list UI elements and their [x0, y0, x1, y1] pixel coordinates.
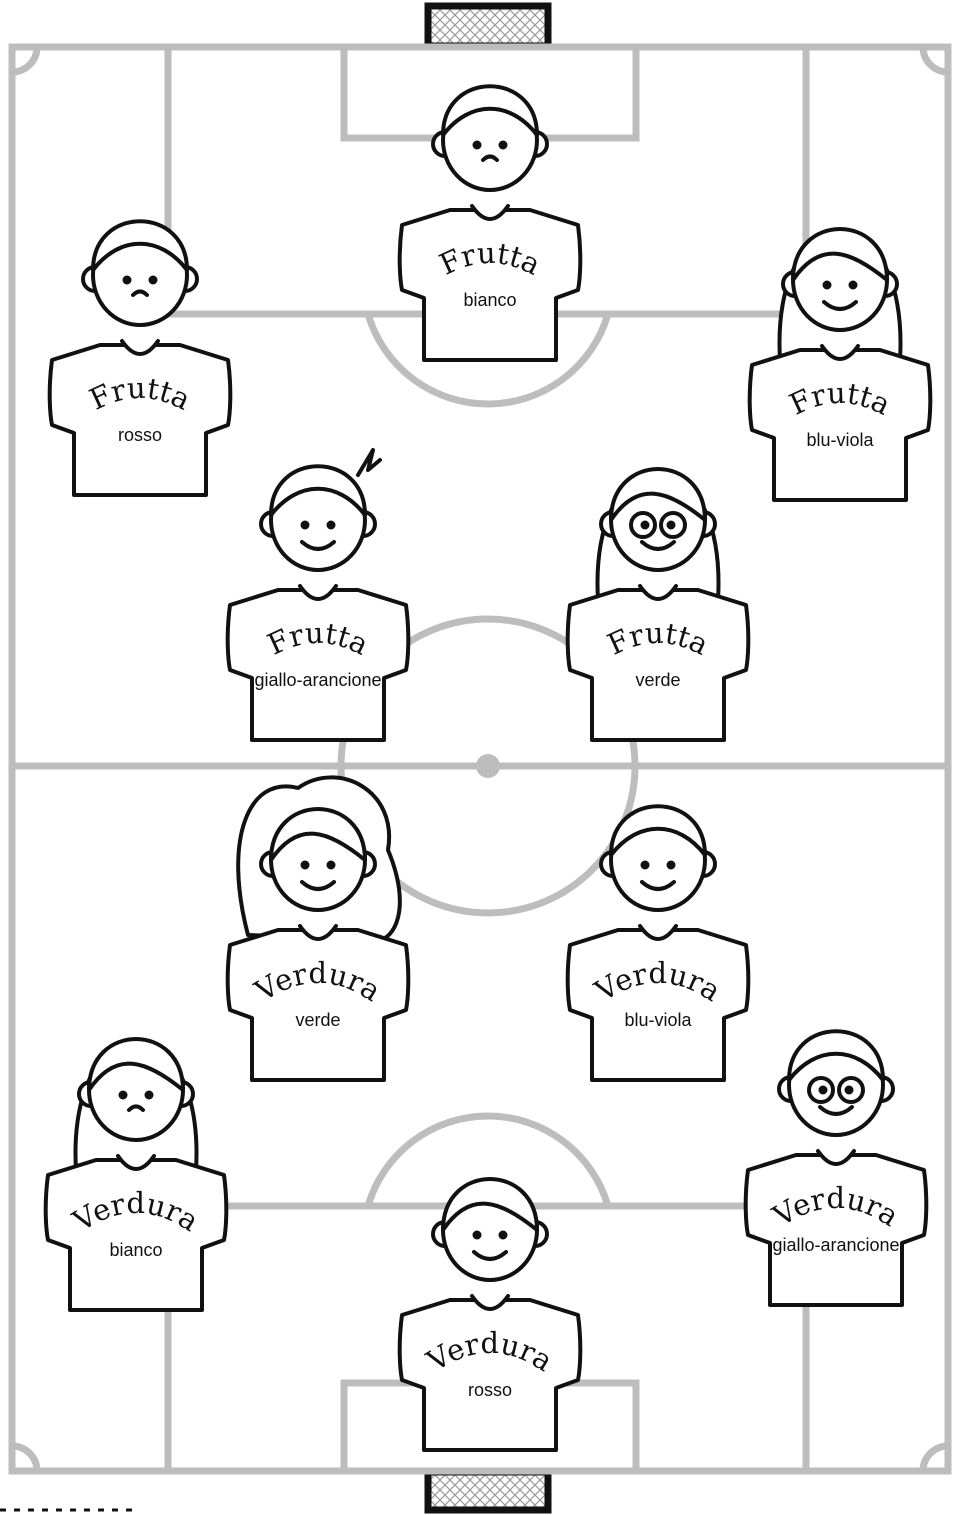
eye-icon [667, 521, 676, 530]
shirt-subtitle: rosso [118, 425, 162, 445]
eye-icon [301, 521, 310, 530]
bottom-goal-icon [428, 1472, 548, 1510]
eye-icon [849, 281, 858, 290]
shirt-icon [746, 1155, 927, 1305]
shirt-subtitle: giallo-arancione [254, 670, 381, 690]
shirt-icon [400, 1300, 581, 1450]
eye-icon [473, 1231, 482, 1240]
eye-icon [667, 861, 676, 870]
top-goal-icon [428, 6, 548, 46]
eye-icon [823, 281, 832, 290]
shirt-icon [568, 590, 749, 740]
eye-icon [499, 1231, 508, 1240]
eye-icon [819, 1086, 828, 1095]
eye-icon [499, 141, 508, 150]
shirt-subtitle: blu-viola [624, 1010, 692, 1030]
eye-icon [641, 861, 650, 870]
shirt-subtitle: rosso [468, 1380, 512, 1400]
eye-icon [845, 1086, 854, 1095]
shirt-icon [228, 930, 409, 1080]
shirt-icon [50, 345, 231, 495]
eye-icon [641, 521, 650, 530]
eye-icon [149, 276, 158, 285]
eye-icon [119, 1091, 128, 1100]
shirt-subtitle: blu-viola [806, 430, 874, 450]
shirt-icon [400, 210, 581, 360]
shirt-icon [228, 590, 409, 740]
shirt-subtitle: verde [295, 1010, 340, 1030]
shirt-icon [750, 350, 931, 500]
eye-icon [473, 141, 482, 150]
shirt-icon [46, 1160, 227, 1310]
shirt-subtitle: bianco [463, 290, 516, 310]
eye-icon [301, 861, 310, 870]
shirt-subtitle: bianco [109, 1240, 162, 1260]
eye-icon [327, 521, 336, 530]
shirt-icon [568, 930, 749, 1080]
shirt-subtitle: verde [635, 670, 680, 690]
eye-icon [123, 276, 132, 285]
shirt-subtitle: giallo-arancione [772, 1235, 899, 1255]
eye-icon [145, 1091, 154, 1100]
eye-icon [327, 861, 336, 870]
tuft-icon [358, 450, 380, 475]
